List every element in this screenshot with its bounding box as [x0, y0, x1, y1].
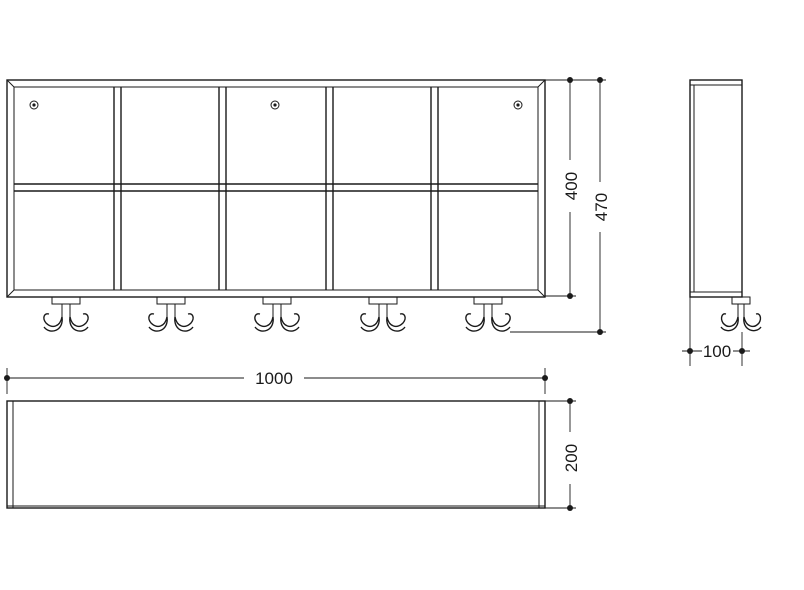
dimension-height-total: 470 [510, 77, 611, 335]
hook-icon [465, 296, 511, 332]
top-view: 1000 200 [4, 368, 581, 511]
dim-470-label: 470 [592, 193, 611, 221]
hook-icon [360, 296, 406, 332]
hook-icon [148, 296, 194, 332]
front-outer-frame [6, 79, 546, 298]
hook-icon [254, 296, 300, 332]
coat-hooks [43, 296, 511, 332]
front-inner-frame [13, 86, 539, 291]
dimension-width-total: 1000 [4, 368, 548, 394]
side-view: 100 [682, 79, 762, 366]
dimension-height-cubbies: 400 [545, 77, 581, 299]
screw-icon [29, 100, 523, 110]
front-view: 400 470 [6, 77, 611, 335]
side-outline [689, 79, 743, 298]
hook-icon [720, 296, 762, 332]
vertical-dividers [113, 87, 439, 290]
dimension-depth-shelf: 200 [545, 398, 581, 511]
top-outline [6, 400, 546, 509]
dim-1000-label: 1000 [255, 369, 293, 388]
dim-200-label: 200 [562, 444, 581, 472]
dim-400-label: 400 [562, 172, 581, 200]
hook-icon [43, 296, 89, 332]
dimension-depth-hook: 100 [682, 297, 750, 366]
dim-100-label: 100 [703, 342, 731, 361]
